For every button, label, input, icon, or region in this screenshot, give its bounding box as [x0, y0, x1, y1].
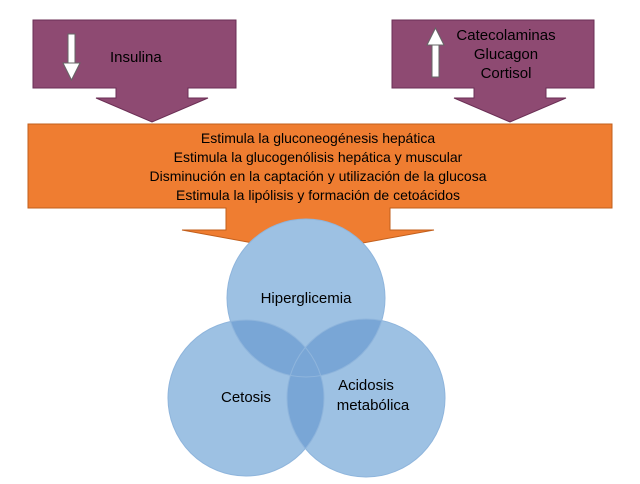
down-arrow-icon	[62, 33, 81, 82]
effect-line-3: Disminución en la captación y utilizació…	[150, 168, 487, 184]
effect-line-4: Estimula la lipólisis y formación de cet…	[176, 187, 460, 203]
venn-label-hiperglicemia: Hiperglicemia	[261, 290, 353, 307]
hormone-glucagon: Glucagon	[474, 46, 538, 63]
insulin-label: Insulina	[110, 49, 162, 66]
effects-box	[27, 123, 613, 254]
venn-overlap-top-left	[227, 320, 324, 377]
hormone-cortisol: Cortisol	[481, 65, 532, 82]
venn-overlap-top-right	[287, 319, 385, 377]
venn-label-metabolica: metabólica	[337, 397, 410, 414]
hormone-catecolaminas: Catecolaminas	[456, 27, 555, 44]
insulin-box	[32, 19, 237, 123]
venn-label-acidosis: Acidosis	[338, 377, 394, 394]
venn-label-cetosis: Cetosis	[221, 389, 271, 406]
effect-line-1: Estimula la gluconeogénesis hepática	[201, 130, 435, 146]
effect-line-2: Estimula la glucogenólisis hepática y mu…	[174, 149, 463, 165]
up-arrow-icon	[426, 26, 445, 78]
